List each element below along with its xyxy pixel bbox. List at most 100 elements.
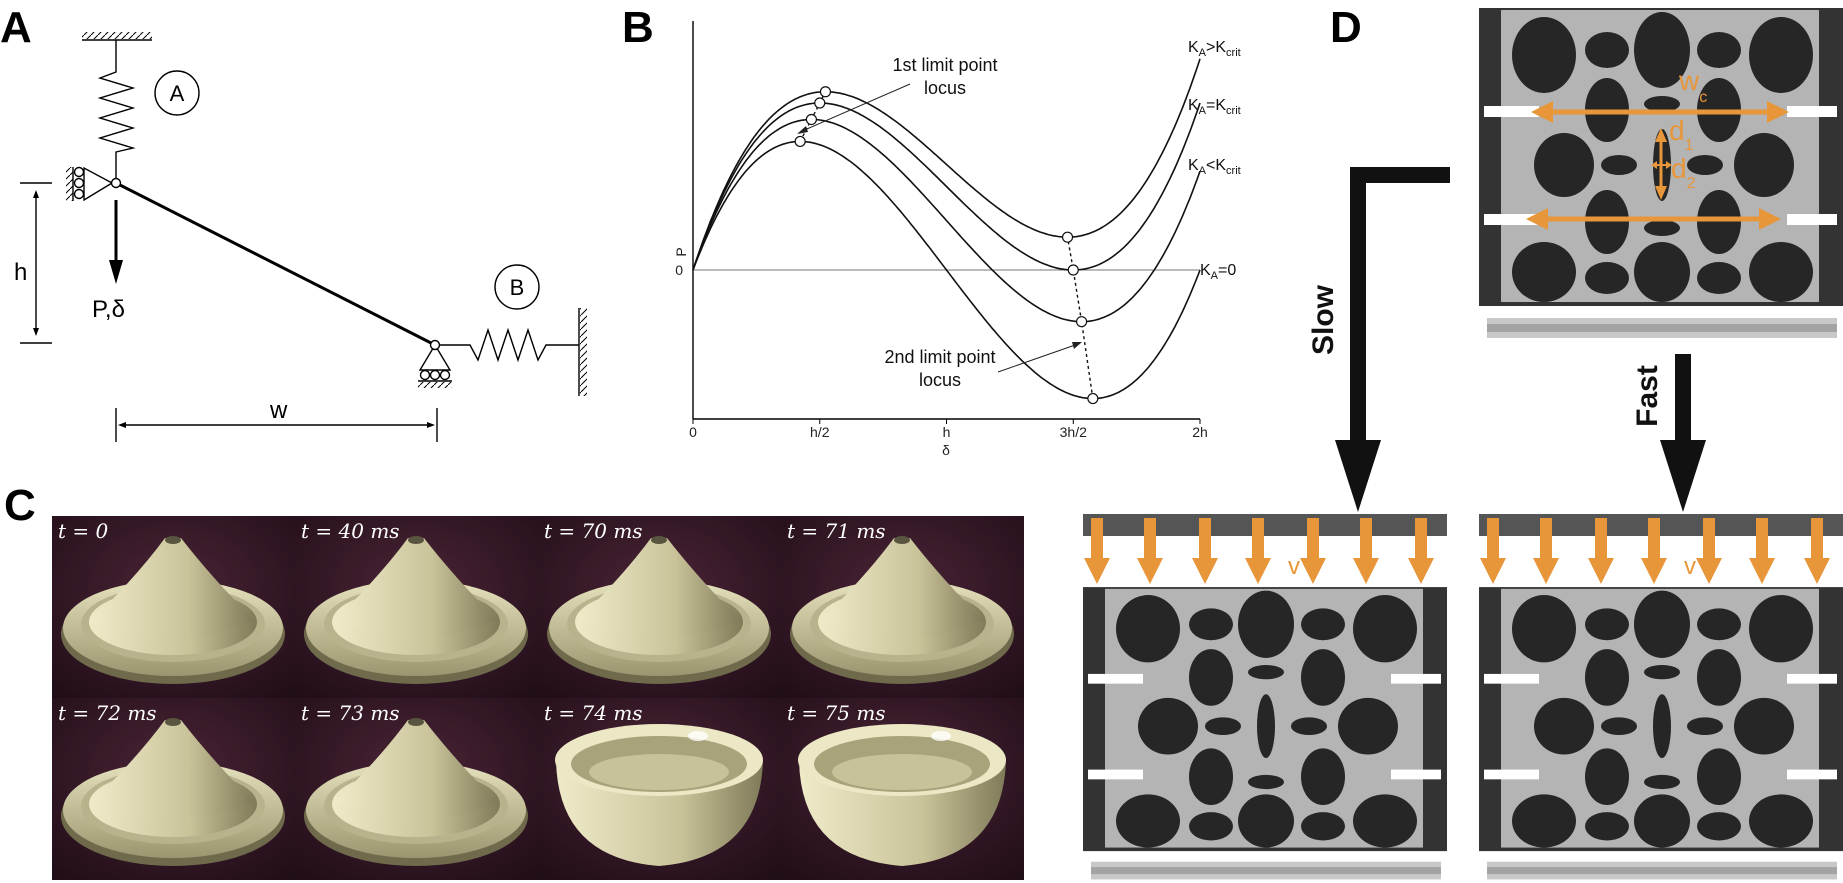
series-curve (692, 140, 1201, 400)
velocity-arrow-icon (1192, 518, 1218, 584)
d2-label: d2 (1671, 153, 1696, 192)
y-tick-label: 0 (675, 262, 683, 278)
velocity-arrow-icon (1641, 518, 1667, 584)
video-frame: t = 70 ms (538, 516, 781, 698)
velocity-arrow-icon (1353, 518, 1379, 584)
shell-image (295, 698, 538, 880)
pin-a (110, 177, 122, 189)
fast-label: Fast (1631, 365, 1664, 427)
spring-b (440, 327, 579, 363)
spring-b-label: B (510, 275, 525, 300)
spring-b-marker: B (494, 264, 540, 310)
series-label: KA=Kcrit (1188, 97, 1241, 117)
panel-letter-b: B (622, 3, 654, 52)
first-locus-line2: locus (924, 78, 966, 98)
fast-arrow: Fast (1631, 354, 1706, 512)
limit-point (814, 97, 826, 109)
velocity-arrow-icon (1408, 518, 1434, 584)
velocity-arrow-icon (1588, 518, 1614, 584)
shell-image (781, 516, 1024, 698)
series-label: KA>Kcrit (1188, 39, 1241, 59)
x-tick-label: 2h (1192, 424, 1208, 440)
pin-b (429, 339, 441, 351)
velocity-arrow-icon (1245, 518, 1271, 584)
y-axis-label: P (673, 247, 689, 256)
frame-time-label: t = 74 ms (544, 701, 643, 725)
video-frame: t = 73 ms (295, 698, 538, 880)
x-tick-label: h (943, 424, 951, 440)
velocity-label: v (1684, 553, 1696, 580)
limit-point (819, 86, 832, 98)
second-limit-locus (1066, 237, 1094, 399)
second-locus-annotation: 2nd limit point locus (884, 342, 1082, 390)
x-axis-label: δ (942, 442, 950, 458)
width-annotation (1526, 101, 1789, 230)
velocity-arrow-icon (1480, 518, 1506, 584)
series-curve (692, 58, 1201, 271)
velocity-arrow-icon (1533, 518, 1559, 584)
velocity-label: v (1288, 553, 1300, 580)
width-label: w (269, 397, 288, 424)
limit-point (805, 113, 818, 126)
second-locus-line1: 2nd limit point (884, 347, 995, 367)
right-ground-support (578, 308, 587, 396)
velocity-arrow-icon (1696, 518, 1722, 584)
video-frame: t = 75 ms (781, 698, 1024, 880)
series-curve (692, 102, 1201, 271)
x-tick-label: 3h/2 (1060, 424, 1087, 440)
slow-label: Slow (1307, 284, 1340, 355)
spring-a-label: A (170, 81, 185, 106)
video-frame: t = 40 ms (295, 516, 538, 698)
first-locus-line1: 1st limit point (892, 55, 997, 75)
roller-support-b (418, 343, 452, 388)
load-label: P,δ (92, 296, 125, 323)
roller-support-a (66, 166, 114, 202)
shell-image (52, 516, 295, 698)
frame-time-label: t = 72 ms (58, 701, 157, 725)
lattice-slow-compression: v (1083, 514, 1447, 883)
panel-a: A A P,δ h (0, 3, 587, 442)
panel-d: D wc d1 d2 Slow (1083, 0, 1843, 883)
frame-time-label: t = 73 ms (301, 701, 400, 725)
velocity-arrow-icon (1804, 518, 1830, 584)
limit-point (1061, 231, 1074, 243)
panel-letter-a: A (0, 3, 32, 52)
series-label: KA=0 (1200, 262, 1236, 282)
lattice-image (1083, 580, 1447, 883)
inverted-shell-image (781, 698, 1024, 880)
height-label: h (14, 259, 27, 286)
wc-label: wc (1678, 65, 1707, 106)
first-locus-annotation: 1st limit point locus (797, 55, 998, 134)
limit-point (1075, 316, 1088, 328)
load-arrow (109, 200, 123, 284)
series-curve (692, 118, 1201, 323)
lattice-image (1479, 580, 1843, 883)
d1-label: d1 (1669, 115, 1694, 154)
loading-plate (1479, 514, 1843, 536)
top-ground-support (82, 32, 152, 41)
video-frame: t = 74 ms (538, 698, 781, 880)
truss-bar (115, 181, 436, 347)
limit-point (1067, 264, 1079, 276)
limit-point (1087, 392, 1099, 405)
frame-time-label: t = 71 ms (787, 519, 886, 543)
frame-time-label: t = 0 (58, 519, 109, 543)
loading-plate (1083, 514, 1447, 536)
velocity-arrow-icon (1137, 518, 1163, 584)
limit-point (794, 135, 806, 148)
frame-time-label: t = 40 ms (301, 519, 400, 543)
velocity-arrow-icon (1749, 518, 1775, 584)
shell-image (52, 698, 295, 880)
spring-a (97, 40, 136, 180)
x-tick-label: h/2 (810, 424, 830, 440)
shell-image (538, 516, 781, 698)
width-dimension: w (115, 397, 438, 442)
panel-letter-d: D (1330, 3, 1362, 52)
height-dimension: h (14, 182, 52, 344)
video-frame: t = 72 ms (52, 698, 295, 880)
